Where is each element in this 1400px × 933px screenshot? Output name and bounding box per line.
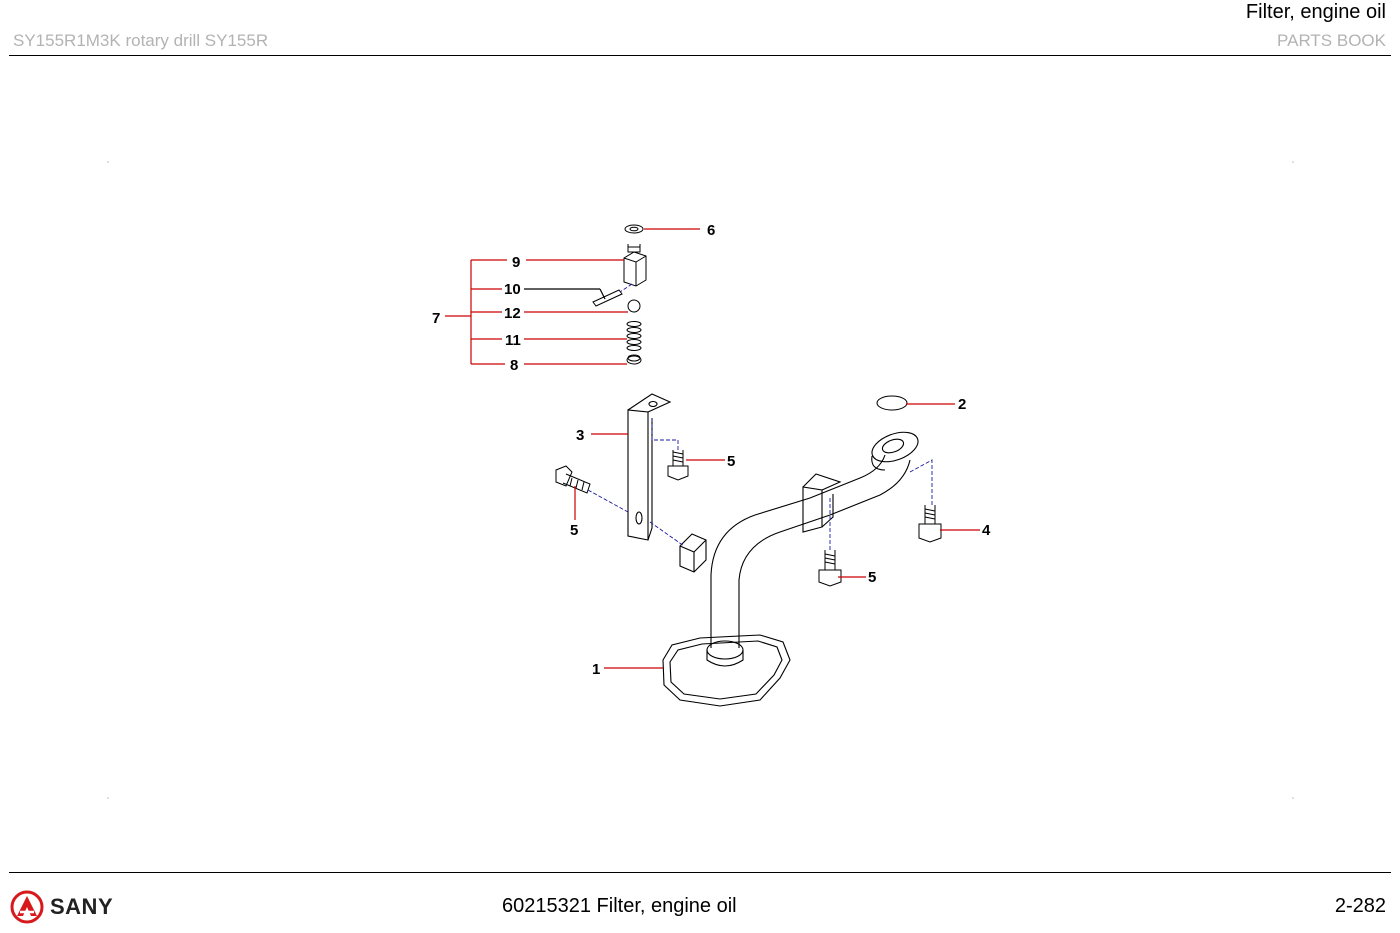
- header-title: Filter, engine oil: [1245, 1, 1386, 23]
- callout-4: 4: [982, 522, 991, 539]
- callout-9: 9: [512, 254, 520, 271]
- callout-8: 8: [510, 357, 518, 374]
- callout-5b: 5: [570, 522, 578, 539]
- callout-7: 7: [432, 310, 440, 327]
- callout-6: 6: [707, 222, 715, 239]
- header-book: PARTS BOOK: [1277, 31, 1386, 50]
- leader-lines: [445, 228, 980, 669]
- callout-2: 2: [958, 396, 966, 413]
- callout-12: 12: [504, 305, 521, 322]
- logo-wordmark: SANY: [50, 894, 114, 919]
- footer-page-number: 2-282: [1334, 895, 1386, 917]
- part-relief-valve: [592, 224, 647, 365]
- part-bracket: [627, 393, 707, 573]
- callout-5c: 5: [868, 569, 876, 586]
- assembly-lines: [587, 283, 933, 550]
- part-bolts: [555, 450, 942, 587]
- footer-rule: [9, 872, 1391, 873]
- callout-5a: 5: [727, 453, 735, 470]
- callout-11: 11: [505, 332, 521, 349]
- sany-logo: SANY: [10, 890, 113, 924]
- callout-1: 1: [592, 661, 600, 678]
- part-o-ring: [876, 395, 908, 411]
- header-model: SY155R1M3K rotary drill SY155R: [13, 31, 269, 50]
- header-rule: [9, 55, 1391, 56]
- corner-marks: [107, 161, 1294, 799]
- footer-part-code: 60215321 Filter, engine oil: [502, 895, 737, 917]
- callout-10: 10: [504, 281, 521, 298]
- sany-logo-icon: [10, 890, 44, 924]
- callout-labels: 1 2 3 4 5 5 5 6 7 8 9 10 11 12: [432, 222, 991, 678]
- part-strainer-pipe: [662, 431, 919, 707]
- callout-3: 3: [576, 427, 584, 444]
